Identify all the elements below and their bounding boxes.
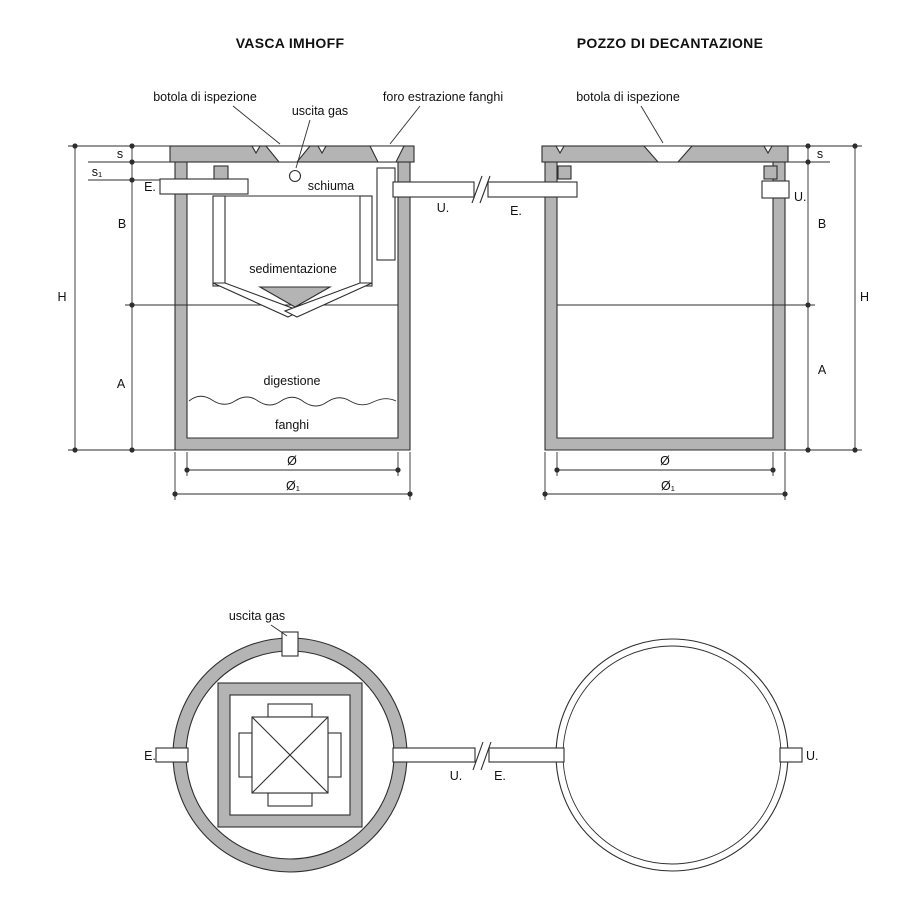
label-inspection-hatch-right: botola di ispezione (576, 90, 680, 104)
dim-d1-right: Ø₁ (661, 479, 675, 493)
label-inlet-imhoff: E. (144, 180, 156, 194)
imhoff-plan-tab-top (267, 703, 313, 718)
plan-pipe-break-mark-1 (472, 741, 484, 771)
pozzo-plan-outlet-stub (779, 747, 803, 763)
leader-inspection-hatch-left (232, 105, 281, 145)
imhoff-extraction-duct (376, 167, 396, 261)
imhoff-plan-cone-diagonal-2 (251, 716, 329, 794)
section-labels: botola di ispezione uscita gas foro estr… (144, 90, 806, 432)
label-digestion: digestione (264, 374, 321, 388)
dim-d-right: Ø (660, 454, 670, 468)
imhoff-lid-notch-2 (317, 145, 327, 155)
label-sedimentation: sedimentazione (249, 262, 337, 276)
pozzo-inlet-block (557, 165, 572, 180)
pozzo-plan-outer-wall (555, 638, 789, 872)
pipe-break-mark-2 (479, 175, 491, 204)
dimensions-left: s s₁ B A H Ø Ø₁ (57, 143, 413, 500)
dim-H-left: H (57, 290, 66, 304)
dim-s-right: s (817, 147, 823, 161)
label-outlet-imhoff: U. (437, 201, 450, 215)
dim-A-left: A (117, 377, 126, 391)
pipe-break-mark-1 (471, 175, 483, 204)
imhoff-plan-gas-stub (281, 631, 299, 657)
pozzo-lid-notch-2 (763, 145, 773, 155)
leader-gas-outlet (295, 119, 311, 169)
pozzo-plan-view (555, 638, 803, 872)
leader-inspection-hatch-right (640, 105, 664, 144)
imhoff-lid-notch-1 (251, 145, 261, 155)
transfer-pipe-left-segment (392, 181, 475, 198)
dim-s-left: s (117, 147, 123, 161)
dim-d1-left: Ø₁ (286, 479, 300, 493)
label-plan-inlet-pozzo: E. (494, 769, 506, 783)
dim-B-left: B (118, 217, 126, 231)
transfer-pipe-right-segment (487, 181, 578, 198)
label-inlet-pozzo: E. (510, 204, 522, 218)
label-gas-outlet-plan: uscita gas (229, 609, 285, 623)
imhoff-plan-tab-left (238, 732, 253, 778)
imhoff-sludge-extraction-hole (369, 145, 405, 163)
imhoff-sludge-wavy-line (188, 395, 397, 407)
dim-s1-left: s₁ (92, 165, 102, 179)
dim-A-right: A (818, 363, 827, 377)
pozzo-outlet-stub (761, 180, 790, 199)
title-pozzo-decantazione: POZZO DI DECANTAZIONE (577, 35, 763, 51)
title-vasca-imhoff: VASCA IMHOFF (236, 35, 345, 51)
pozzo-inspection-hatch (642, 145, 694, 163)
leader-sludge-extraction-hole (389, 105, 421, 145)
imhoff-plan-tab-right (327, 732, 342, 778)
dim-d-left: Ø (287, 454, 297, 468)
imhoff-inlet-baffle-block (213, 165, 229, 180)
imhoff-gas-deflector (257, 286, 333, 308)
leader-gas-outlet-plan (270, 624, 288, 637)
pozzo-cross-section (541, 145, 790, 451)
imhoff-plan-inlet-stub (155, 747, 189, 763)
label-inspection-hatch-left: botola di ispezione (153, 90, 257, 104)
dim-B-right: B (818, 217, 826, 231)
plan-pipe-right-segment (488, 747, 565, 763)
plan-labels: uscita gas E. U. E. U. (144, 609, 818, 783)
pozzo-lid-notch-1 (555, 145, 565, 155)
dimensions-right: s B A H Ø Ø₁ (542, 143, 869, 500)
label-gas-outlet: uscita gas (292, 104, 348, 118)
label-plan-outlet-pozzo: U. (806, 749, 819, 763)
label-plan-inlet-imhoff: E. (144, 749, 156, 763)
label-plan-outlet-imhoff: U. (450, 769, 463, 783)
dim-H-right: H (860, 290, 869, 304)
label-outlet-pozzo: U. (794, 190, 807, 204)
imhoff-inlet-pipe (159, 178, 249, 195)
label-sludge-extraction-hole: foro estrazione fanghi (383, 90, 503, 104)
imhoff-inner-wall-right (359, 195, 373, 287)
plan-pipe-break-mark-2 (480, 741, 492, 771)
imhoff-inner-wall-left (212, 195, 226, 287)
label-scum: schiuma (308, 179, 355, 193)
plan-pipe-left-segment (392, 747, 476, 763)
transfer-pipe-section (392, 175, 578, 204)
imhoff-funnel-slope-right (283, 282, 373, 318)
imhoff-plan-view (155, 631, 408, 873)
imhoff-plan-tab-bottom (267, 792, 313, 807)
transfer-pipe-plan (392, 741, 565, 771)
pozzo-tank-walls (544, 161, 786, 451)
imhoff-gas-outlet (288, 169, 302, 183)
pozzo-outlet-block (763, 165, 778, 180)
label-sludge: fanghi (275, 418, 309, 432)
imhoff-cross-section (159, 145, 415, 451)
